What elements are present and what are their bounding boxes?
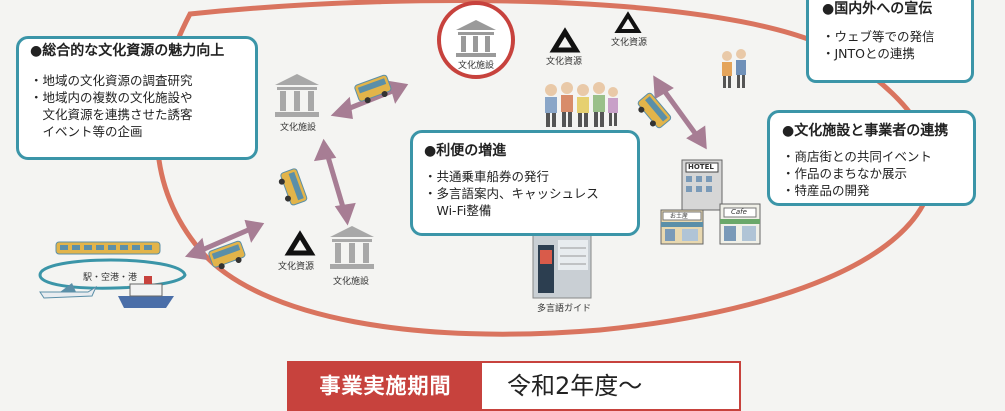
hotel-icon — [681, 159, 723, 211]
tourists-icon — [545, 82, 618, 127]
period-label: 事業実施期間 — [289, 363, 482, 409]
card-title: ●総合的な文化資源の魅力向上 — [30, 43, 225, 59]
card-item: ・作品のまちなか展示 — [782, 166, 908, 181]
card-convenience: ●利便の増進 ・共通乗車船券の発行 ・多言語案内、キャッシュレス Wi-Fi整備 — [424, 140, 599, 219]
guide-photo — [532, 234, 592, 299]
card-item: 文化資源を連携させた誘客 — [30, 107, 193, 122]
shop-icon — [660, 209, 704, 245]
culture-resource-label: 文化資源 — [611, 38, 648, 48]
arrow-icon — [313, 138, 356, 226]
building-icon — [275, 74, 319, 117]
triangle-icon — [284, 230, 316, 256]
arrow-icon — [184, 219, 265, 260]
card-item: ・ウェブ等での発信 — [822, 29, 935, 44]
airplane-icon — [39, 283, 98, 299]
card-item: Wi-Fi整備 — [424, 203, 492, 218]
card-item: ・多言語案内、キャッシュレス — [424, 186, 599, 201]
card-title: ●国内外への宣伝 — [822, 1, 933, 17]
tourists-icon — [722, 49, 746, 88]
card-item: ・地域内の複数の文化施設や — [30, 90, 193, 105]
card-title: ●利便の増進 — [424, 143, 507, 159]
card-facility-business: ●文化施設と事業者の連携 ・商店街との共同イベント ・作品のまちなか展示 ・特産… — [782, 120, 948, 199]
card-title: ●文化施設と事業者の連携 — [782, 123, 949, 139]
guide-label: 多言語ガイド — [537, 304, 592, 314]
period-value: 令和2年度～ — [507, 372, 643, 400]
culture-facility-label: 文化施設 — [333, 277, 370, 287]
culture-facility-label: 文化施設 — [458, 61, 495, 71]
bus-icon — [278, 168, 308, 206]
card-promotion: ●国内外への宣伝 ・ウェブ等での発信 ・JNTOとの連携 — [822, 0, 935, 62]
culture-resource-label: 文化資源 — [546, 57, 583, 67]
bus-icon — [637, 92, 672, 129]
period-banner: 事業実施期間 令和2年度～ — [287, 361, 741, 411]
ship-icon — [118, 276, 174, 308]
bus-icon — [354, 74, 392, 104]
card-item: イベント等の企画 — [30, 124, 143, 139]
card-item: ・JNTOとの連携 — [822, 46, 915, 61]
triangle-icon — [614, 11, 642, 33]
arrow-icon — [653, 75, 707, 150]
card-cultural-resources: ●総合的な文化資源の魅力向上 ・地域の文化資源の調査研究 ・地域内の複数の文化施… — [30, 40, 224, 140]
card-bracket — [806, 0, 974, 83]
train-icon — [55, 241, 161, 255]
card-item: ・地域の文化資源の調査研究 — [30, 73, 193, 88]
card-bracket — [16, 36, 258, 160]
circulation-loop — [154, 0, 935, 337]
card-bracket — [767, 110, 976, 206]
building-icon — [456, 20, 496, 57]
culture-resource-label: 文化資源 — [278, 262, 315, 272]
card-item: ・共通乗車船券の発行 — [424, 169, 550, 184]
card-bracket — [410, 130, 640, 236]
card-item: ・商店街との共同イベント — [782, 149, 932, 164]
station-label: 駅・空港・港 — [83, 273, 138, 283]
bus-icon — [208, 240, 246, 270]
cafe-icon — [719, 203, 761, 245]
hotel-sign: HOTEL — [688, 163, 714, 171]
card-item: ・特産品の開発 — [782, 183, 870, 198]
triangle-icon — [549, 27, 581, 53]
cafe-sign: Cafe — [731, 208, 747, 216]
shop-sign: お土産 — [670, 213, 689, 220]
building-icon — [330, 226, 374, 269]
culture-facility-label: 文化施設 — [280, 123, 317, 133]
